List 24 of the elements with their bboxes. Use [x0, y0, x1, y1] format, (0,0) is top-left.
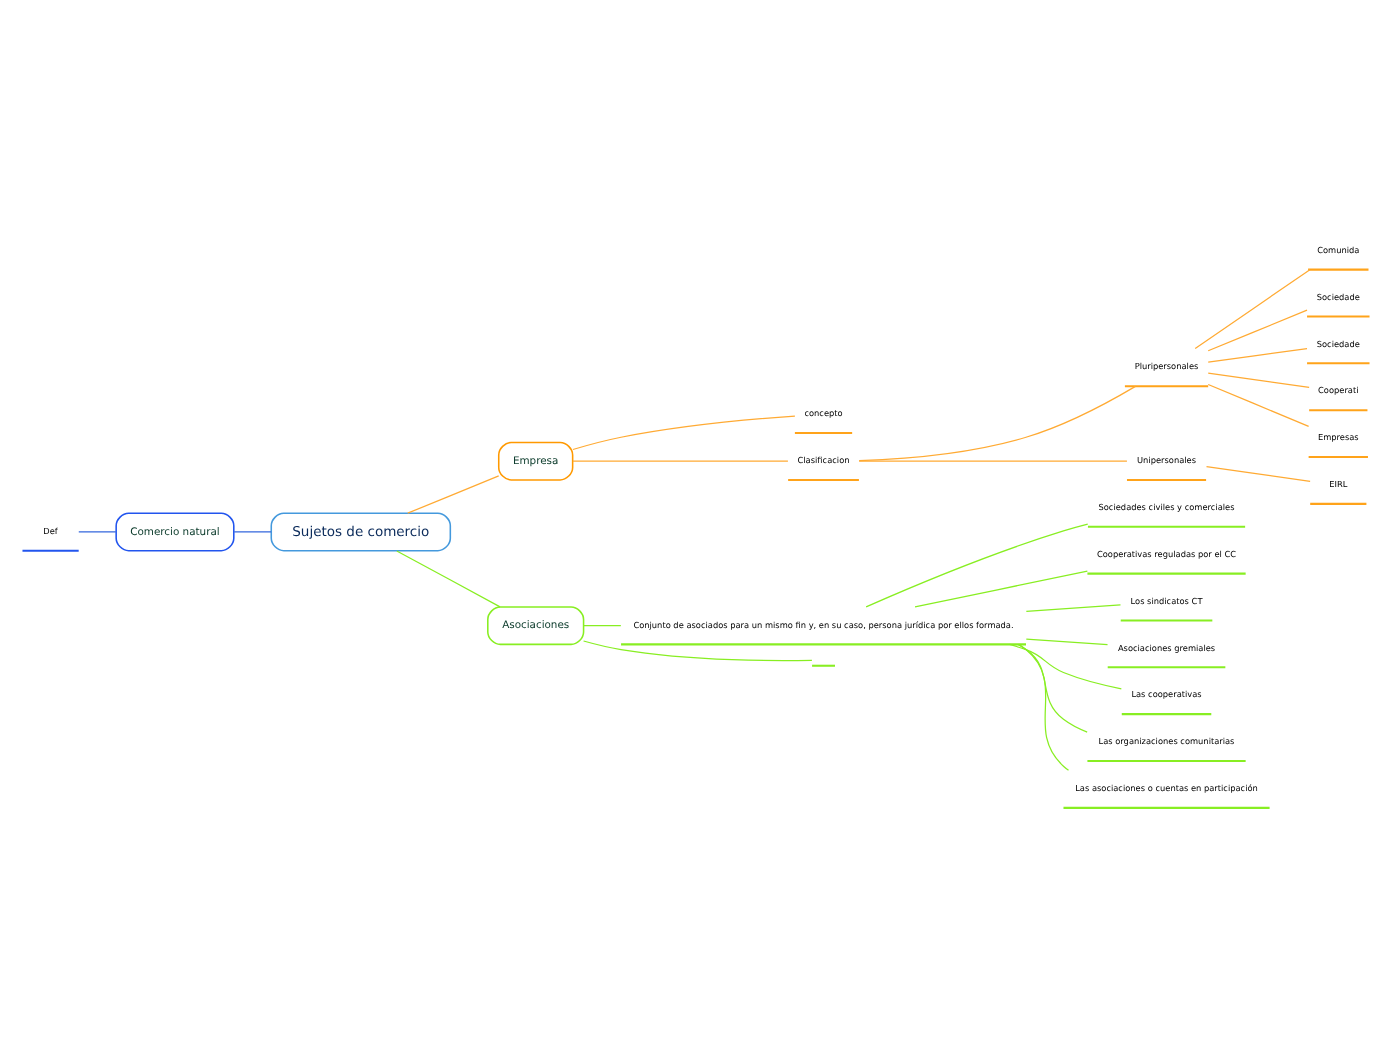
connector — [858, 385, 1137, 462]
connector — [1009, 643, 1122, 690]
connector — [858, 460, 1128, 462]
connector — [1207, 383, 1310, 427]
connector — [582, 640, 813, 662]
connector — [1194, 269, 1311, 350]
connector — [572, 415, 796, 451]
connector — [233, 531, 272, 533]
connector — [1207, 372, 1310, 389]
connector — [396, 550, 501, 608]
connector — [1025, 604, 1122, 613]
connector — [1207, 348, 1308, 363]
connector — [582, 625, 622, 627]
connector — [1017, 643, 1088, 733]
connector — [407, 475, 500, 514]
connector — [78, 531, 117, 533]
connector — [1025, 638, 1109, 646]
connector — [1205, 466, 1311, 482]
connector — [572, 460, 789, 462]
connector — [914, 570, 1088, 608]
connector — [1207, 309, 1308, 352]
connector — [865, 523, 1089, 608]
connector — [1018, 643, 1070, 771]
node-bar — [812, 664, 835, 667]
